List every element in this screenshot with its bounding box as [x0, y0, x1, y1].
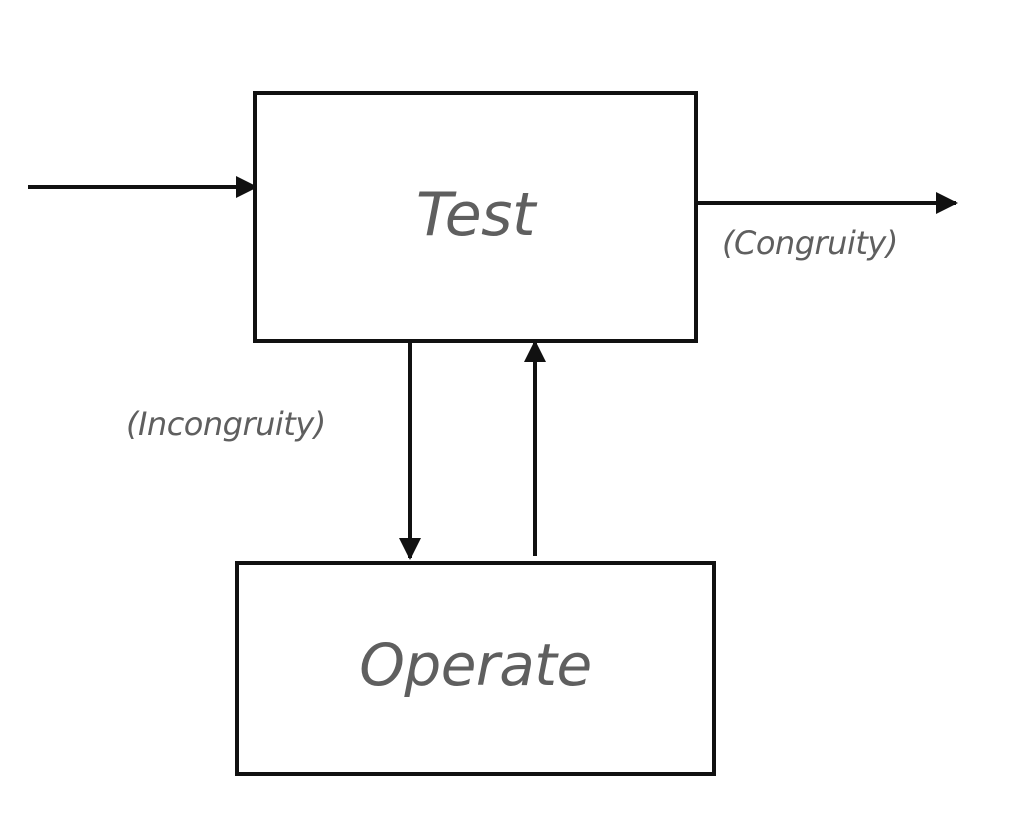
test-box: Test	[253, 91, 698, 343]
operate-label: Operate	[359, 630, 592, 699]
test-label: Test	[416, 180, 535, 250]
operate-box: Operate	[235, 561, 716, 776]
incongruity-label: (Incongruity)	[126, 405, 326, 443]
congruity-label: (Congruity)	[722, 224, 898, 262]
